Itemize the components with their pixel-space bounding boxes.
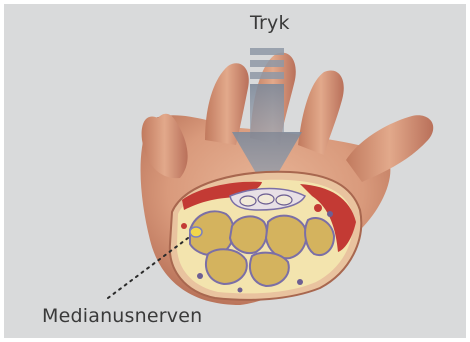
wrist-cross-section	[170, 172, 361, 300]
pressure-label: Tryk	[250, 12, 290, 34]
median-nerve-label: Medianusnerven	[42, 305, 202, 327]
